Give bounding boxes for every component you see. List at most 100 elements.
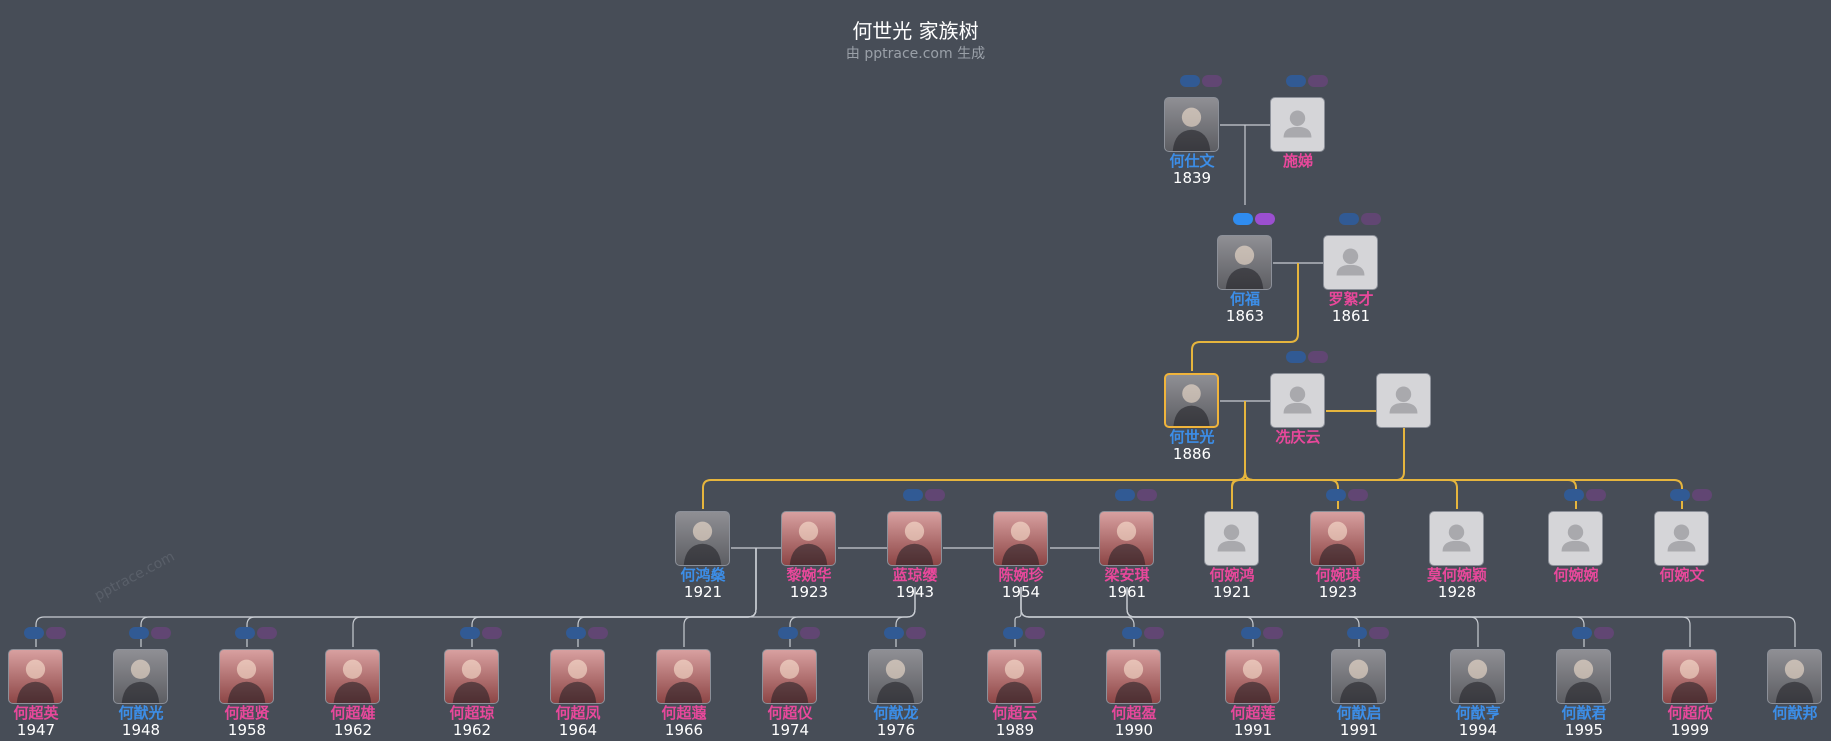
person-name[interactable]: 何婉婉 <box>1553 566 1599 584</box>
person-placeholder[interactable] <box>1270 373 1325 428</box>
expand-mother-toggle[interactable] <box>906 627 926 639</box>
expand-father-toggle[interactable] <box>884 627 904 639</box>
person-name[interactable]: 梁安琪 <box>1104 566 1150 584</box>
expand-father-toggle[interactable] <box>1115 489 1135 501</box>
person-name[interactable]: 罗絮才 <box>1328 290 1374 308</box>
person-name[interactable]: 莫何婉颖 <box>1426 566 1487 584</box>
person-name[interactable]: 何超英 <box>13 704 59 722</box>
expand-father-toggle[interactable] <box>778 627 798 639</box>
person-placeholder[interactable] <box>1548 511 1603 566</box>
person-name[interactable]: 何福 <box>1229 290 1260 308</box>
expand-mother-toggle[interactable] <box>925 489 945 501</box>
expand-father-toggle[interactable] <box>1122 627 1142 639</box>
expand-father-toggle[interactable] <box>1564 489 1584 501</box>
person-name[interactable]: 何猷龙 <box>873 704 919 722</box>
expand-father-toggle[interactable] <box>1286 75 1306 87</box>
person-photo[interactable] <box>656 649 711 704</box>
person-photo[interactable] <box>1450 649 1505 704</box>
expand-father-toggle[interactable] <box>1241 627 1261 639</box>
person-photo[interactable] <box>444 649 499 704</box>
person-name[interactable]: 何猷君 <box>1561 704 1607 722</box>
expand-mother-toggle[interactable] <box>1144 627 1164 639</box>
person-placeholder[interactable] <box>1376 373 1431 428</box>
expand-father-toggle[interactable] <box>1286 351 1306 363</box>
expand-mother-toggle[interactable] <box>257 627 277 639</box>
person-photo[interactable] <box>1225 649 1280 704</box>
person-name[interactable]: 何超琼 <box>449 704 495 722</box>
expand-father-toggle[interactable] <box>1670 489 1690 501</box>
expand-mother-toggle[interactable] <box>1263 627 1283 639</box>
person-name[interactable]: 何超云 <box>992 704 1038 722</box>
expand-father-toggle[interactable] <box>1180 75 1200 87</box>
expand-father-toggle[interactable] <box>1347 627 1367 639</box>
person-photo[interactable] <box>1556 649 1611 704</box>
person-photo[interactable] <box>1767 649 1822 704</box>
person-name[interactable]: 何鸿燊 <box>680 566 726 584</box>
expand-mother-toggle[interactable] <box>151 627 171 639</box>
expand-father-toggle[interactable] <box>1326 489 1346 501</box>
person-photo[interactable] <box>1662 649 1717 704</box>
person-name[interactable]: 何超仪 <box>767 704 813 722</box>
person-photo[interactable] <box>550 649 605 704</box>
expand-mother-toggle[interactable] <box>1255 213 1275 225</box>
expand-mother-toggle[interactable] <box>482 627 502 639</box>
person-name[interactable]: 何世光 <box>1169 428 1215 446</box>
expand-mother-toggle[interactable] <box>1025 627 1045 639</box>
person-name[interactable]: 何超雄 <box>330 704 376 722</box>
person-name[interactable]: 黎婉华 <box>786 566 832 584</box>
person-placeholder[interactable] <box>1429 511 1484 566</box>
person-name[interactable]: 何婉鸿 <box>1209 566 1255 584</box>
person-photo[interactable] <box>1164 97 1219 152</box>
expand-father-toggle[interactable] <box>1233 213 1253 225</box>
person-name[interactable]: 何超贤 <box>224 704 270 722</box>
person-placeholder[interactable] <box>1654 511 1709 566</box>
expand-mother-toggle[interactable] <box>1369 627 1389 639</box>
expand-father-toggle[interactable] <box>129 627 149 639</box>
person-photo[interactable] <box>1331 649 1386 704</box>
person-photo[interactable] <box>1106 649 1161 704</box>
person-name[interactable]: 何超莲 <box>1230 704 1276 722</box>
person-photo[interactable] <box>113 649 168 704</box>
expand-father-toggle[interactable] <box>460 627 480 639</box>
person-photo[interactable] <box>8 649 63 704</box>
person-photo[interactable] <box>987 649 1042 704</box>
person-photo[interactable] <box>887 511 942 566</box>
expand-father-toggle[interactable] <box>24 627 44 639</box>
person-photo[interactable] <box>219 649 274 704</box>
person-photo[interactable] <box>1310 511 1365 566</box>
expand-mother-toggle[interactable] <box>1594 627 1614 639</box>
person-placeholder[interactable] <box>1270 97 1325 152</box>
expand-mother-toggle[interactable] <box>1308 75 1328 87</box>
person-photo[interactable] <box>868 649 923 704</box>
person-photo[interactable] <box>1099 511 1154 566</box>
person-name[interactable]: 何超盈 <box>1111 704 1157 722</box>
person-placeholder[interactable] <box>1204 511 1259 566</box>
person-photo[interactable] <box>675 511 730 566</box>
expand-mother-toggle[interactable] <box>800 627 820 639</box>
expand-mother-toggle[interactable] <box>46 627 66 639</box>
person-photo[interactable] <box>762 649 817 704</box>
person-photo[interactable] <box>325 649 380 704</box>
person-name[interactable]: 施娣 <box>1282 152 1313 170</box>
expand-father-toggle[interactable] <box>903 489 923 501</box>
expand-father-toggle[interactable] <box>1572 627 1592 639</box>
expand-father-toggle[interactable] <box>566 627 586 639</box>
person-name[interactable]: 何婉文 <box>1659 566 1705 584</box>
person-name[interactable]: 何超蕸 <box>661 704 707 722</box>
expand-mother-toggle[interactable] <box>1137 489 1157 501</box>
person-name[interactable]: 蓝琼缨 <box>892 566 938 584</box>
person-name[interactable]: 何猷光 <box>118 704 164 722</box>
person-name[interactable]: 何猷启 <box>1336 704 1382 722</box>
person-photo[interactable] <box>993 511 1048 566</box>
person-photo[interactable] <box>1217 235 1272 290</box>
expand-father-toggle[interactable] <box>235 627 255 639</box>
expand-father-toggle[interactable] <box>1003 627 1023 639</box>
expand-mother-toggle[interactable] <box>1692 489 1712 501</box>
expand-mother-toggle[interactable] <box>1348 489 1368 501</box>
expand-mother-toggle[interactable] <box>1586 489 1606 501</box>
person-photo[interactable] <box>1164 373 1219 428</box>
person-name[interactable]: 何仕文 <box>1169 152 1215 170</box>
person-name[interactable]: 陈婉珍 <box>998 566 1044 584</box>
expand-mother-toggle[interactable] <box>1202 75 1222 87</box>
expand-father-toggle[interactable] <box>1339 213 1359 225</box>
